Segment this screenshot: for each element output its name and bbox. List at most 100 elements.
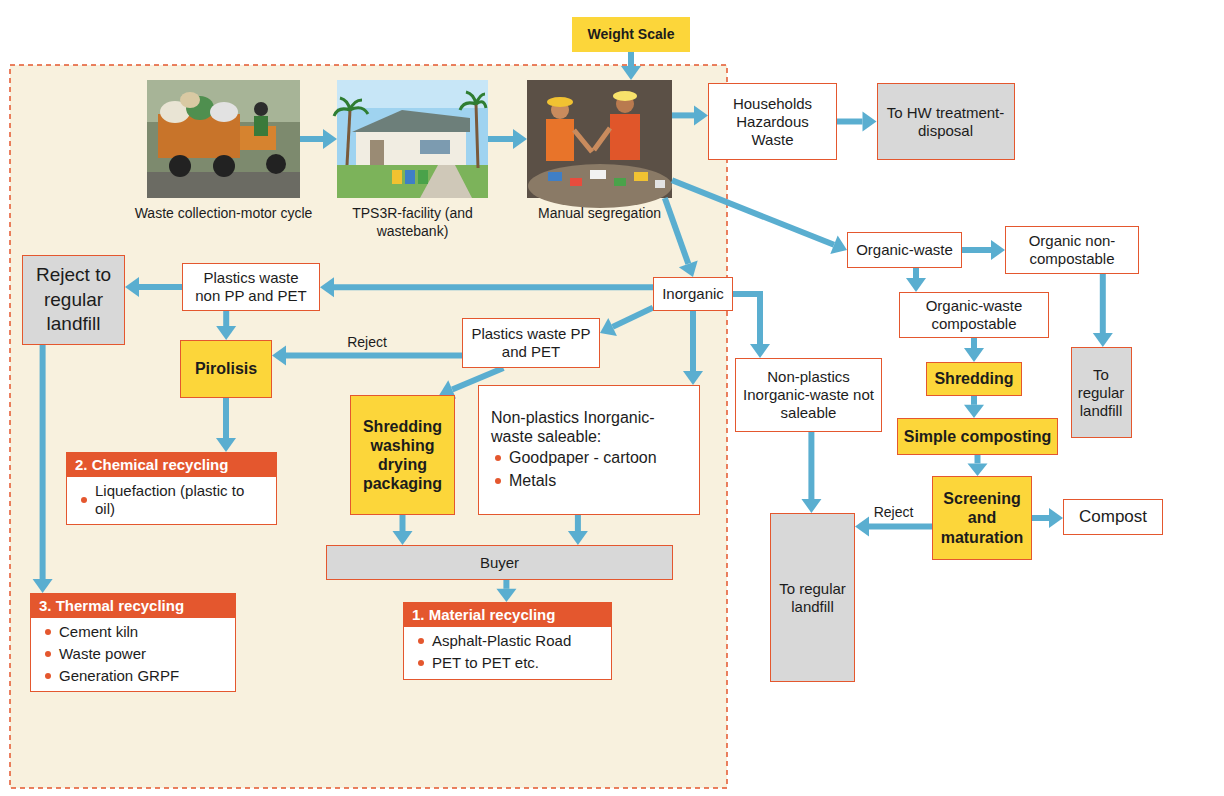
segregation-photo-part — [548, 172, 562, 181]
segregation-photo-part — [547, 97, 573, 107]
arrow-head — [496, 589, 516, 602]
box-text: Organic non-compostable — [1012, 232, 1132, 268]
box-text: Inorganic — [662, 285, 724, 303]
arrow-head — [323, 129, 337, 149]
bullet-dot — [418, 638, 424, 644]
arrow-line — [400, 515, 406, 531]
arrow-line — [913, 268, 919, 278]
segregation-photo-part — [655, 180, 665, 188]
bullet-dot — [81, 497, 87, 503]
arrow-head — [855, 516, 869, 536]
treatment-step: Shredding — [926, 362, 1022, 396]
arrow-line — [962, 247, 991, 253]
arrow-line — [488, 136, 513, 142]
photo-frame: Manual segregation — [527, 80, 672, 198]
box-text: Non-plastics Inorganic-waste saleable: — [491, 408, 687, 446]
bullet-item: PET to PET etc. — [404, 652, 611, 674]
arrow-line — [665, 198, 689, 264]
tps3r-photo-part — [392, 170, 402, 184]
flow-arrow — [672, 180, 847, 254]
bullet-text: Goodpaper - cartoon — [509, 448, 657, 467]
arrow-head — [513, 129, 527, 149]
arrow-line — [971, 396, 977, 405]
bullet-text: Generation GRPF — [59, 667, 179, 685]
box-text: To regular landfill — [1076, 366, 1127, 420]
segregation-photo-part — [570, 178, 582, 186]
process-box: Organic non-compostable — [1005, 226, 1139, 274]
process-box: Households Hazardous Waste — [708, 83, 837, 160]
arrow-line — [837, 119, 863, 125]
arrow-head — [750, 344, 770, 358]
flow-arrow — [393, 515, 413, 545]
section-header: 3. Thermal recycling — [31, 594, 235, 618]
segregation-photo-part — [546, 119, 574, 161]
flow-arrow — [488, 129, 527, 149]
flow-arrow — [968, 455, 988, 476]
segregation-photo-part — [574, 128, 610, 152]
motorcycle-photo — [147, 80, 300, 198]
tps3r-photo-part — [337, 80, 488, 198]
motorcycle-photo-part — [254, 102, 268, 116]
tps3r-photo — [334, 80, 488, 198]
section-header: 1. Material recycling — [404, 603, 611, 627]
box-text: Simple composting — [904, 427, 1052, 446]
arrow-head — [125, 277, 139, 297]
arrow-line — [733, 294, 760, 344]
arrow-line — [1100, 274, 1106, 333]
box-text: Reject to regular landfill — [27, 263, 120, 337]
arrow-head — [1049, 508, 1063, 528]
tps3r-photo-part — [405, 170, 415, 184]
box-text: Organic-waste — [856, 241, 953, 259]
box-text: Pirolisis — [195, 359, 257, 378]
bullet-item: Waste power — [31, 643, 235, 665]
photo-frame: Waste collection-motor cycle — [147, 80, 300, 198]
bullet-dot — [495, 455, 501, 461]
process-box: Plastics waste PP and PET — [462, 318, 600, 368]
segregation-photo-part — [528, 164, 672, 208]
arrow-line — [613, 308, 653, 327]
motorcycle-photo-part — [169, 155, 191, 177]
bullet-dot — [418, 660, 424, 666]
arrow-head — [568, 531, 588, 545]
arrow-head — [1093, 333, 1113, 347]
box-text: To regular landfill — [775, 580, 850, 616]
arrow-head — [906, 278, 926, 292]
segregation-photo-part — [590, 170, 606, 179]
arrow-head — [801, 499, 821, 513]
motorcycle-photo-part — [180, 92, 200, 108]
box-text: Screening and maturation — [938, 489, 1026, 547]
arrow-line — [672, 112, 694, 118]
arrow-head — [600, 318, 617, 336]
box-text: Non-plastics Inorganic-waste not saleabl… — [742, 368, 875, 422]
box-text: Households Hazardous Waste — [715, 95, 830, 149]
flow-arrow — [1093, 274, 1113, 347]
flow-arrow — [733, 294, 770, 358]
process-box: Inorganic — [653, 277, 733, 311]
flow-arrow — [672, 105, 708, 125]
arrow-line — [575, 515, 581, 531]
bullet-text: Asphalt-Plastic Road — [432, 632, 571, 650]
segregation-photo-part — [614, 178, 626, 186]
flow-arrow — [964, 338, 984, 362]
photo-caption: Waste collection-motor cycle — [135, 205, 313, 223]
arrow-line — [40, 345, 46, 579]
edge-label: Reject — [874, 504, 914, 520]
tps3r-photo-part — [337, 165, 488, 198]
arrow-line — [139, 284, 182, 290]
tps3r-photo-part — [370, 140, 384, 165]
treatment-step: Pirolisis — [180, 340, 272, 398]
tps3r-photo-part — [347, 110, 350, 165]
arrow-head — [393, 531, 413, 545]
bullet-item: Asphalt-Plastic Road — [404, 630, 611, 652]
flow-arrow — [125, 277, 182, 297]
segregation-photo-part — [610, 114, 640, 160]
bullet-text: Cement kiln — [59, 623, 138, 641]
flow-arrow — [964, 396, 984, 418]
bullet-text: Metals — [509, 471, 556, 490]
treatment-step: Screening and maturation — [932, 476, 1032, 560]
arrow-line — [672, 180, 834, 245]
arrow-line — [334, 284, 653, 290]
arrow-line — [869, 523, 932, 529]
